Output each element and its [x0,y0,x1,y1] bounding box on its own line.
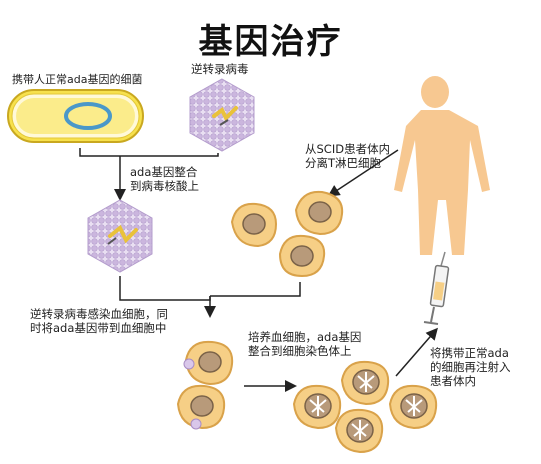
infect-label-line2: 时将ada基因带到血细胞中 [30,321,167,335]
inject-label-line1: 将携带正常ada [430,346,509,360]
infect-label-line1: 逆转录病毒感染血细胞，同 [30,307,168,321]
culture-label-line1: 培养血细胞，ada基因 [248,330,362,344]
t-lymphocyte-cell [294,190,344,236]
scid-label-line2: 分离T淋巴细胞 [305,156,382,170]
inject-label-line2: 的细胞再注射入 [430,360,511,374]
integrate-label-line2: 到病毒核酸上 [130,179,199,193]
syringe-icon [423,251,450,325]
culture-label-line2: 整合到细胞染色体上 [248,344,352,358]
cultured-blood-cell [292,384,342,430]
cultured-blood-cell [334,408,384,454]
cultured-blood-cell [388,384,438,430]
infected-blood-cell [183,340,234,386]
page-title: 基因治疗 [198,22,343,62]
infected-blood-cell [176,384,226,430]
t-lymphocyte-cell [230,202,278,248]
human-figure-icon [394,76,490,255]
modified-retrovirus [87,199,153,273]
bacteria-label: 携带人正常ada基因的细菌 [12,73,143,86]
retrovirus-label: 逆转录病毒 [191,62,249,76]
plasmid-ring [64,102,112,130]
integrate-label-line1: ada基因整合 [130,165,198,179]
bacteria-cell [7,89,144,143]
t-lymphocyte-cell [278,234,326,278]
retrovirus-particle [189,78,255,152]
inject-label-line3: 患者体内 [430,374,476,388]
cultured-blood-cell [340,360,390,406]
scid-label-line1: 从SCID患者体内 [305,142,391,156]
